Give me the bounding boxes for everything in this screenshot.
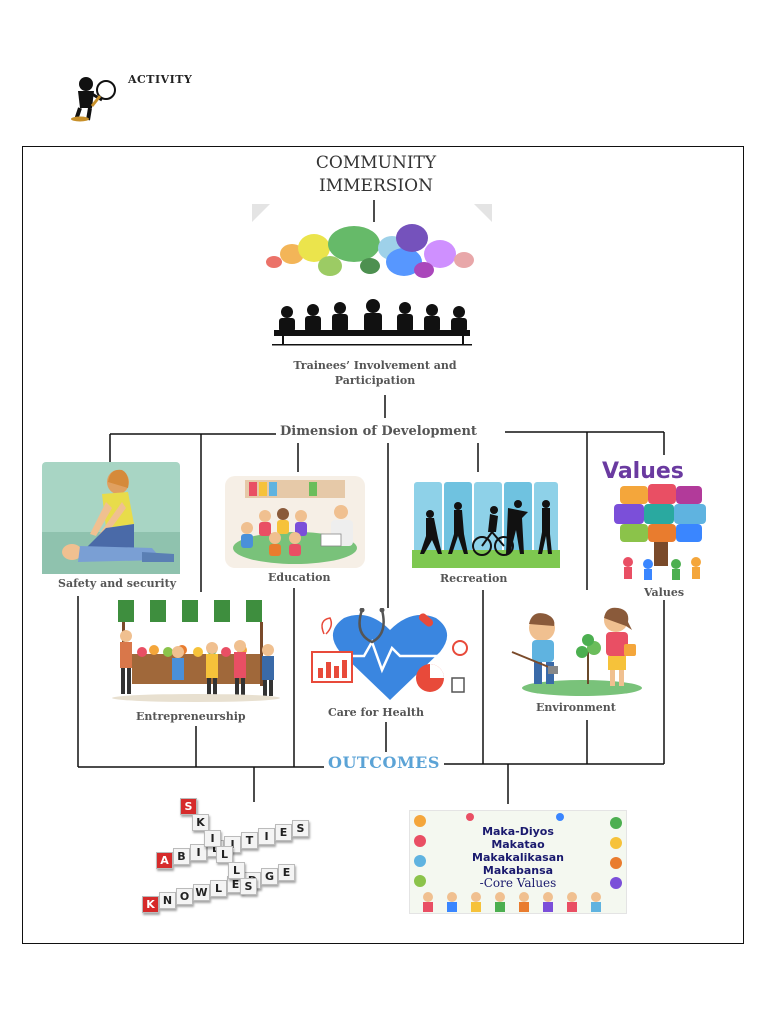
tile-skills-5: S	[240, 878, 257, 895]
outcomes-label: OUTCOMES	[324, 753, 444, 772]
trainees-label: Trainees’ Involvement and Participation	[280, 358, 470, 388]
title-line-2: IMMERSION	[319, 176, 433, 196]
education-image	[225, 476, 365, 568]
trainees-meeting-image	[252, 204, 492, 346]
dimension-of-development-label: Dimension of Development	[276, 424, 481, 439]
core-values-card: Maka-Diyos Makatao Makakalikasan Makaban…	[409, 810, 627, 914]
tile-abilities-6: I	[258, 828, 275, 845]
values-word: Values	[602, 459, 684, 484]
core-value-maka-diyos: Maka-Diyos	[482, 825, 554, 838]
trainees-line-1: Trainees’ Involvement and	[293, 359, 457, 372]
tile-skills-2: I	[204, 830, 221, 847]
tile-abilities-0: A	[156, 852, 173, 869]
activity-label: ACTIVITY	[128, 73, 193, 86]
detective-magnifier-icon	[71, 77, 116, 122]
tile-abilities-7: E	[275, 824, 292, 841]
tile-knowledge-4: L	[210, 880, 227, 897]
health-label: Care for Health	[326, 706, 426, 719]
tile-knowledge-7: G	[261, 868, 278, 885]
tile-knowledge-3: W	[193, 884, 210, 901]
tile-knowledge-8: E	[278, 864, 295, 881]
tile-skills-0: S	[180, 798, 197, 815]
tile-abilities-1: B	[173, 848, 190, 865]
care-for-health-image	[311, 608, 468, 700]
tile-skills-1: K	[192, 814, 209, 831]
diagram-frame	[22, 146, 744, 944]
diagram-title: COMMUNITY IMMERSION	[250, 152, 502, 198]
recreation-image	[412, 478, 560, 568]
entrepreneurship-market-image	[112, 600, 280, 702]
title-line-1: COMMUNITY	[315, 153, 437, 173]
environment-label: Environment	[534, 701, 618, 714]
tile-abilities-2: I	[190, 844, 207, 861]
core-value-makatao: Makatao	[491, 838, 545, 851]
trainees-line-2: Participation	[334, 374, 416, 387]
values-label: Values	[642, 586, 687, 599]
recreation-label: Recreation	[438, 572, 510, 585]
entrepreneurship-label: Entrepreneurship	[134, 710, 248, 723]
core-value-makabansa: Makabansa	[482, 864, 554, 877]
core-values-caption: -Core Values	[479, 876, 557, 890]
tile-skills-4: L	[228, 862, 245, 879]
kids-border-decoration	[414, 813, 622, 912]
tile-skills-3: L	[216, 846, 233, 863]
tile-knowledge-1: N	[159, 892, 176, 909]
tile-abilities-5: T	[241, 832, 258, 849]
tile-knowledge-2: O	[176, 888, 193, 905]
education-label: Education	[266, 571, 333, 584]
tile-abilities-8: S	[292, 820, 309, 837]
safety-label: Safety and security	[56, 577, 179, 590]
environment-planting-image	[511, 607, 642, 696]
tile-knowledge-0: K	[142, 896, 159, 913]
values-tree-image: Values	[602, 459, 706, 580]
core-value-makakalikasan: Makakalikasan	[472, 851, 564, 864]
safety-cpr-image	[42, 462, 180, 574]
skills-abilities-knowledge-tiles: ABILITIESKNOWLEDGESKILLS	[120, 792, 360, 922]
